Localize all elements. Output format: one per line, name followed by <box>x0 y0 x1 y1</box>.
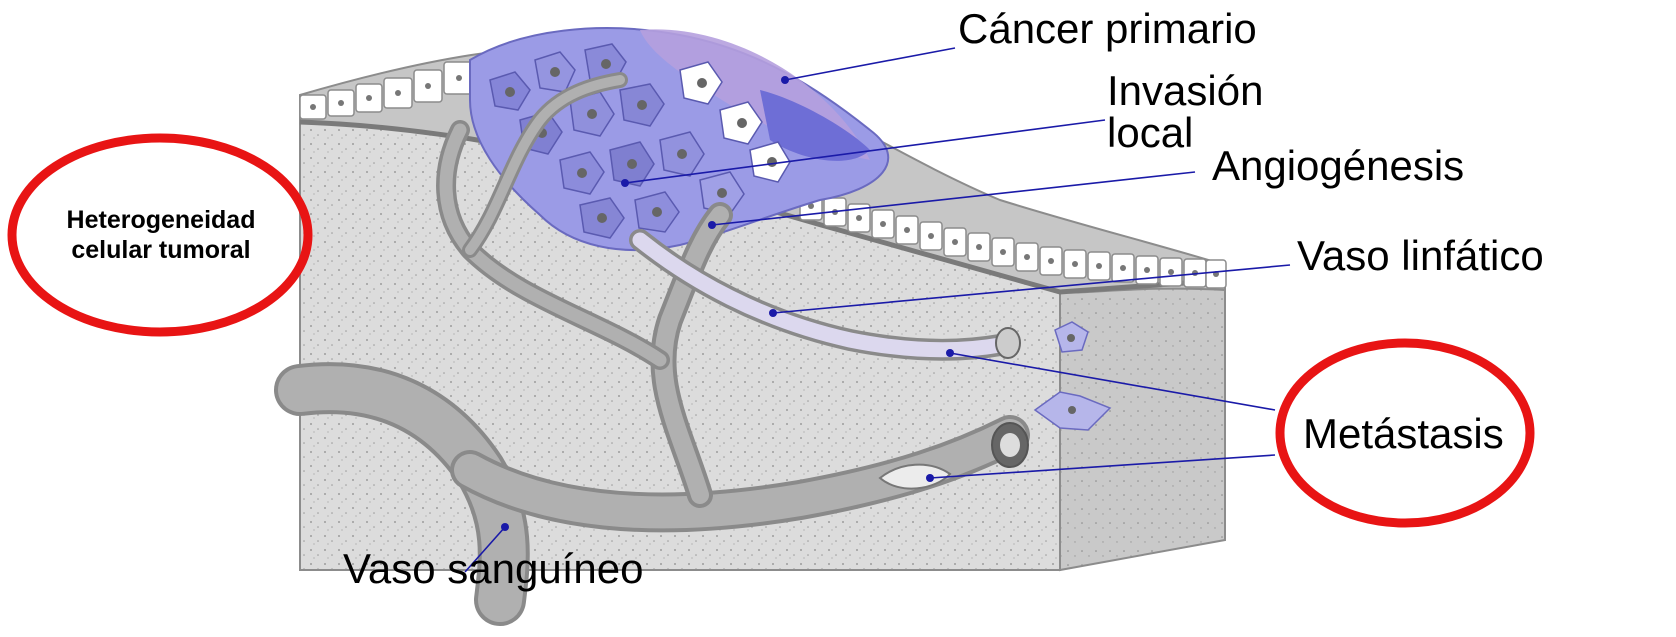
vessel-lumen <box>1000 433 1020 457</box>
label-local-invasion-line1: Invasión <box>1107 70 1263 112</box>
leader-primary-cancer <box>785 48 955 80</box>
label-local-invasion-line2: local <box>1107 112 1193 154</box>
label-angiogenesis: Angiogénesis <box>1212 145 1464 187</box>
label-heterogeneity: Heterogeneidad celular tumoral <box>20 205 302 265</box>
label-heterogeneity-line1: Heterogeneidad <box>20 205 302 235</box>
label-heterogeneity-line2: celular tumoral <box>20 235 302 265</box>
label-primary-cancer: Cáncer primario <box>958 8 1257 50</box>
lymph-opening <box>996 328 1020 358</box>
label-metastasis: Metástasis <box>1303 413 1504 455</box>
label-lymphatic-vessel: Vaso linfático <box>1297 235 1544 277</box>
label-blood-vessel: Vaso sanguíneo <box>343 548 643 590</box>
